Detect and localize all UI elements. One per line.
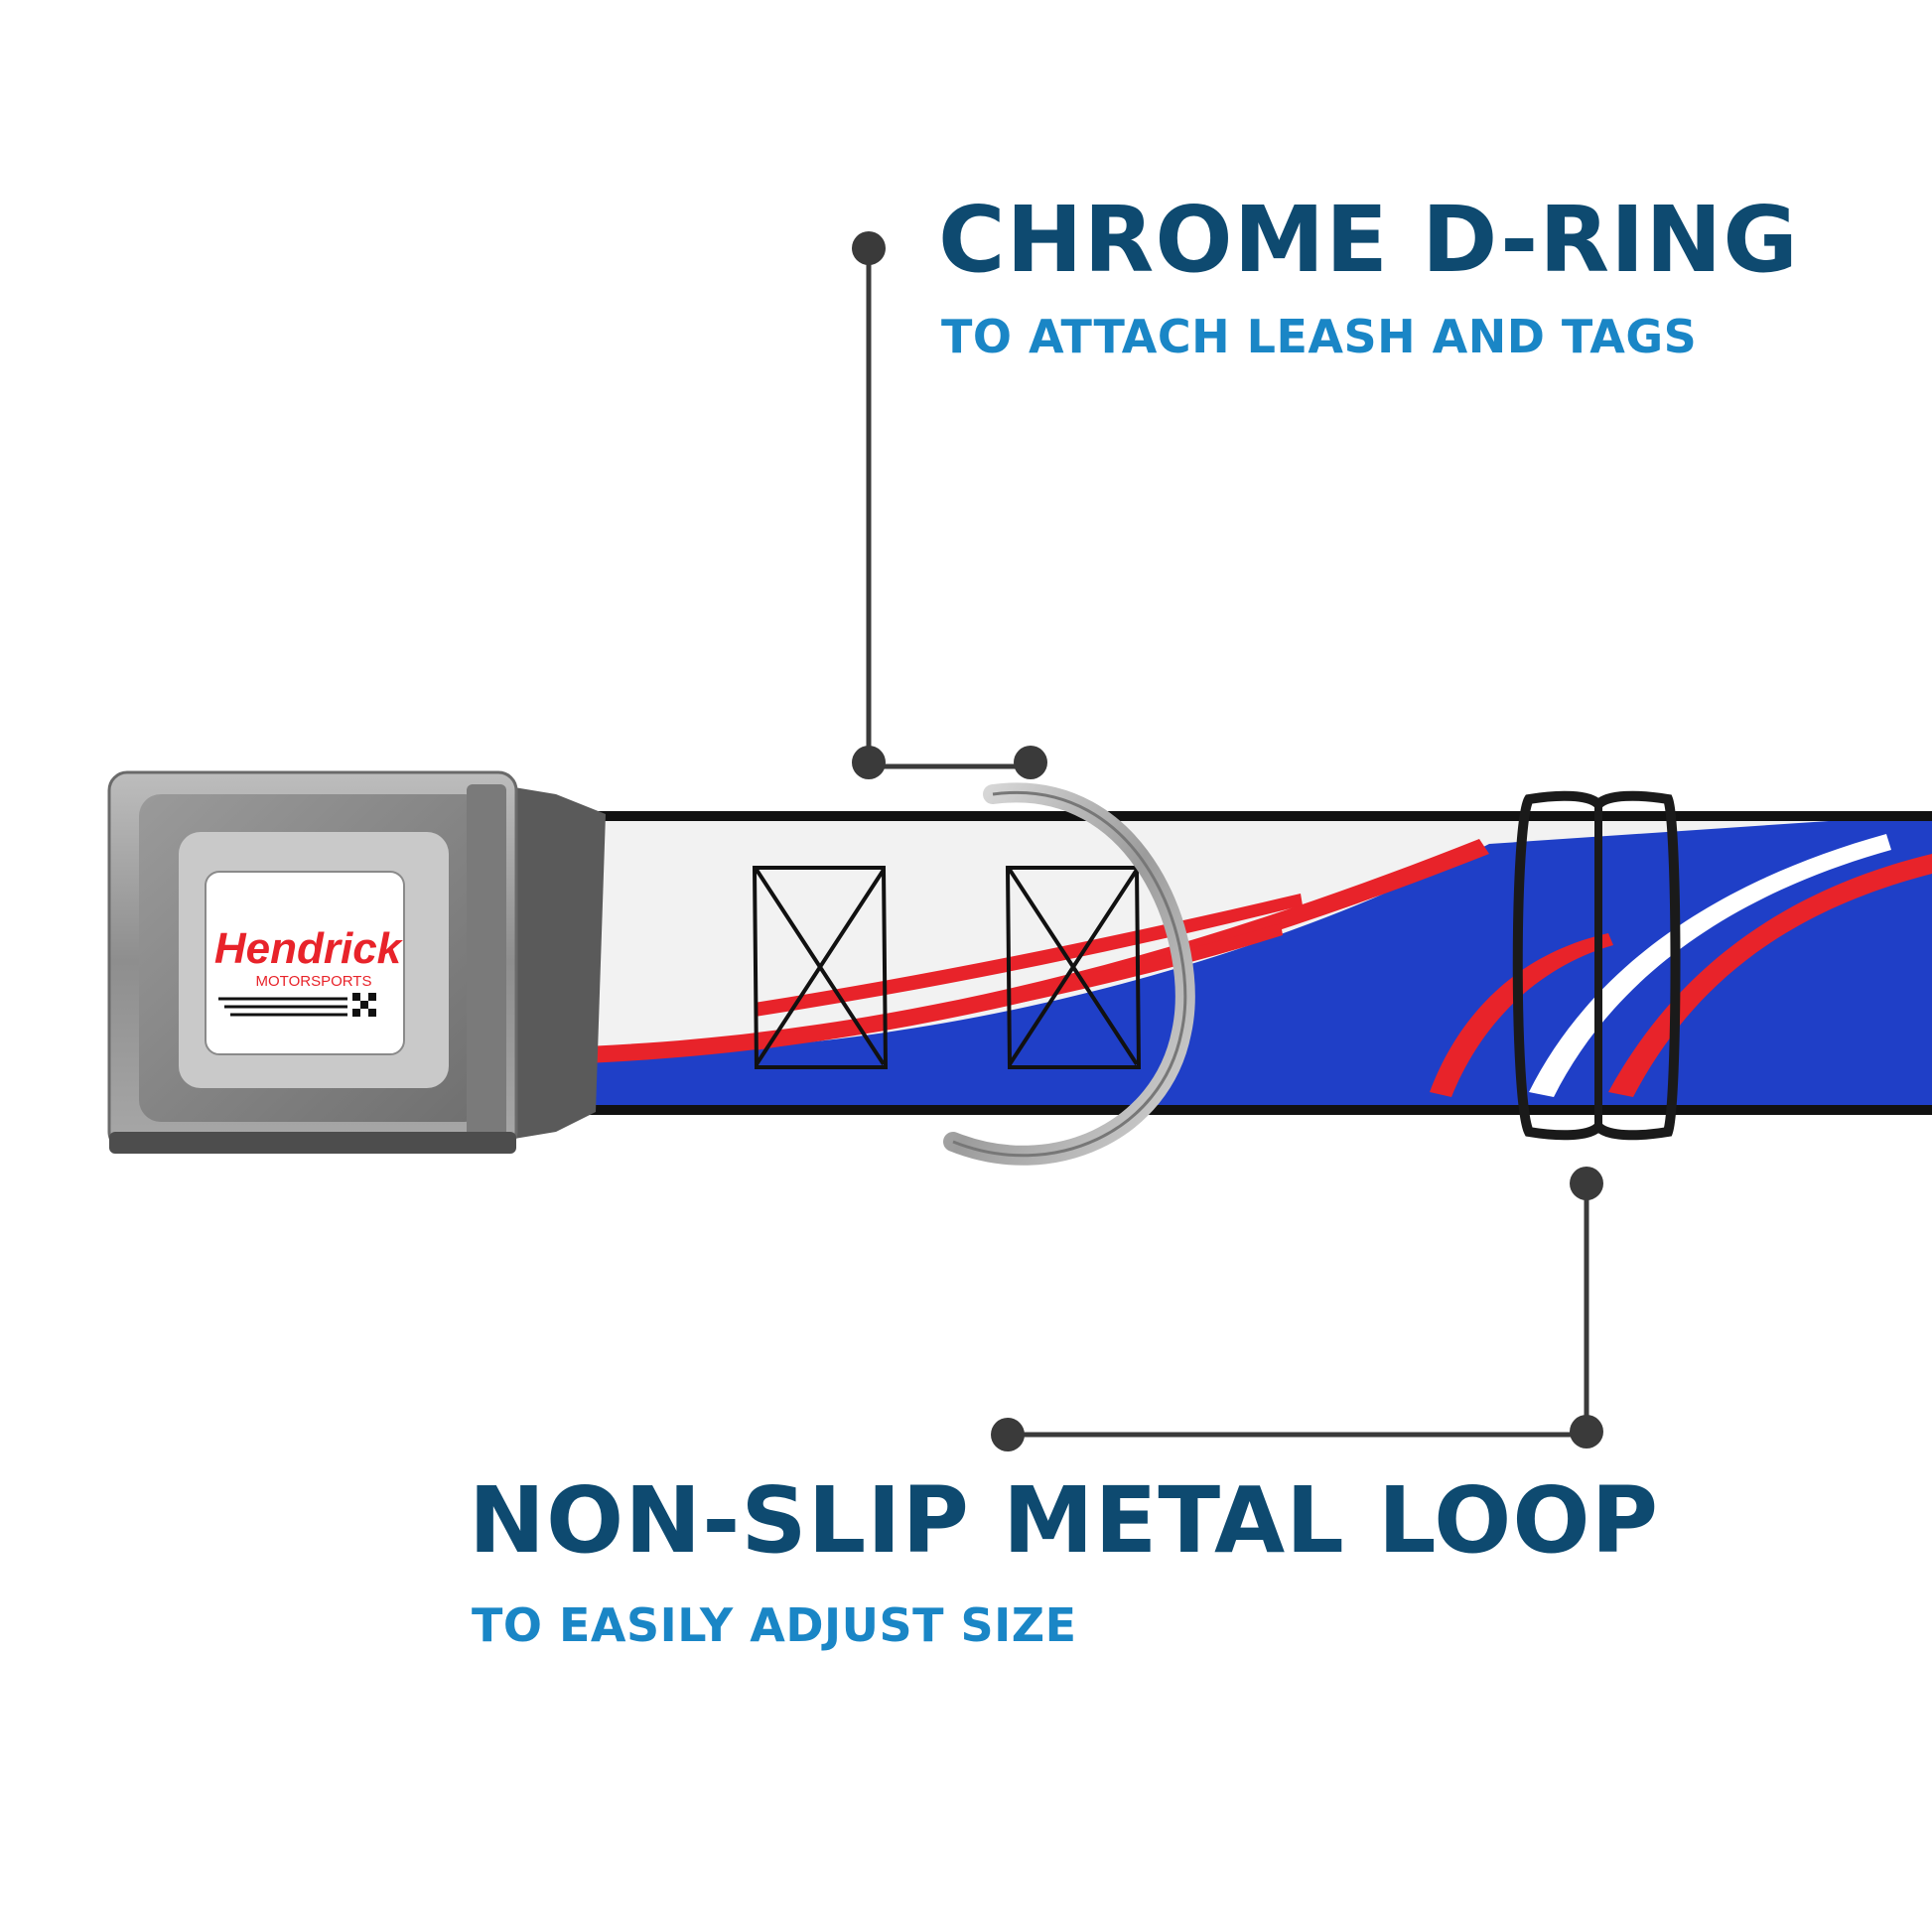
buckle-logo-tagline: MOTORSPORTS xyxy=(256,973,372,990)
loop-callout-subtitle: TO EASILY ADJUST SIZE xyxy=(472,1598,1077,1652)
metal-slide-loop xyxy=(1512,790,1681,1141)
dring-callout-line xyxy=(852,231,1047,779)
callout-dot-icon xyxy=(1570,1167,1603,1200)
collar-strap xyxy=(556,811,1932,1115)
callout-dot-icon xyxy=(852,231,886,265)
loop-callout-line xyxy=(991,1167,1603,1451)
d-ring xyxy=(943,782,1195,1166)
seatbelt-buckle: Hendrick MOTORSPORTS xyxy=(107,770,606,1154)
buckle-logo-brand: Hendrick xyxy=(214,924,404,973)
dring-callout-subtitle: TO ATTACH LEASH AND TAGS xyxy=(941,310,1698,363)
checkered-flag-icon xyxy=(352,993,376,1017)
callout-dot-icon xyxy=(852,746,886,779)
dring-callout-title: CHROME D-RING xyxy=(938,187,1799,293)
loop-callout-title: NON-SLIP METAL LOOP xyxy=(469,1467,1660,1574)
callout-dot-icon xyxy=(1014,746,1047,779)
callout-dot-icon xyxy=(991,1418,1025,1451)
callout-dot-icon xyxy=(1570,1415,1603,1449)
